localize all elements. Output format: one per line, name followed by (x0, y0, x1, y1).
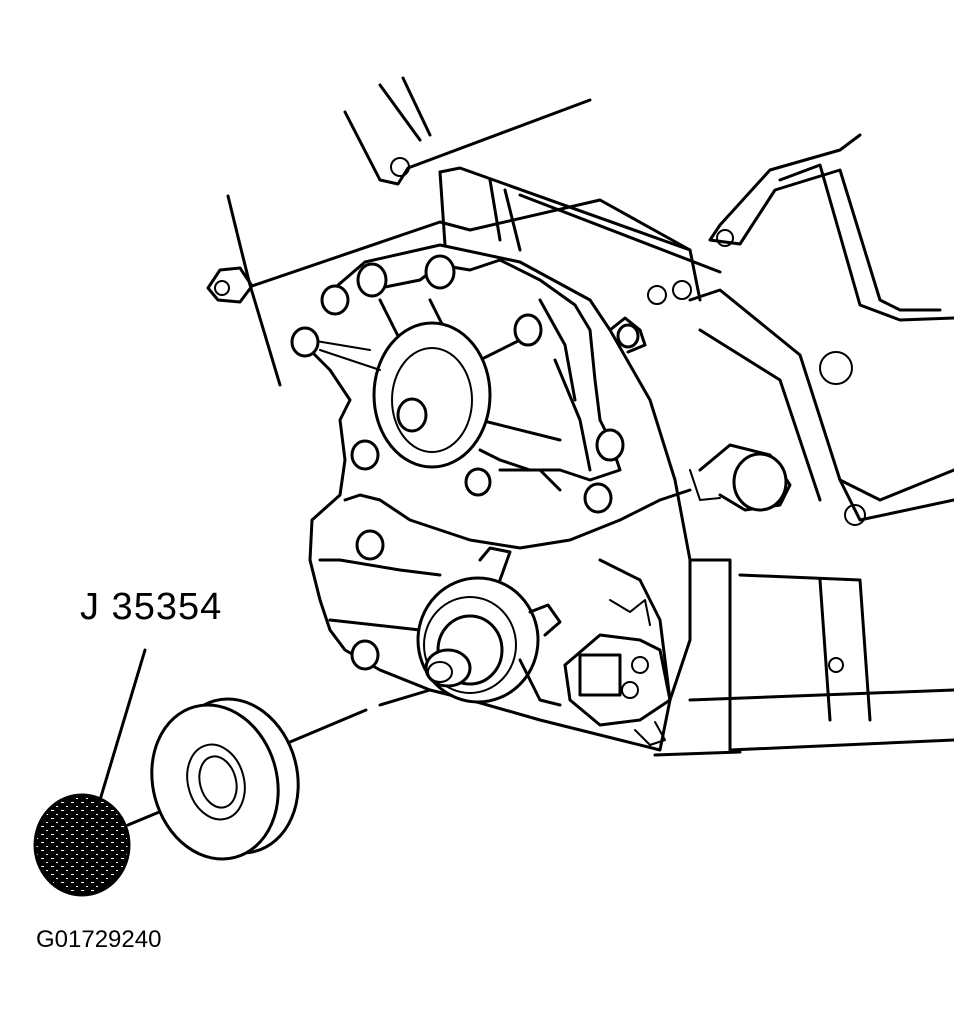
block-bolt-bosses (214, 157, 866, 673)
tool-label: J 35354 (80, 586, 223, 628)
front-cover (308, 243, 692, 752)
engine-block (206, 76, 954, 757)
cover-bolts (290, 254, 640, 671)
crankshaft-seal-area (416, 546, 562, 707)
figure-id: G01729240 (36, 926, 162, 953)
seal-installer-tool (150, 697, 300, 861)
tool-leader-line (98, 648, 147, 802)
tool-handle (33, 793, 131, 897)
water-pump (309, 258, 622, 482)
coolant-outlet (689, 443, 792, 512)
crank-sensor (563, 599, 672, 746)
